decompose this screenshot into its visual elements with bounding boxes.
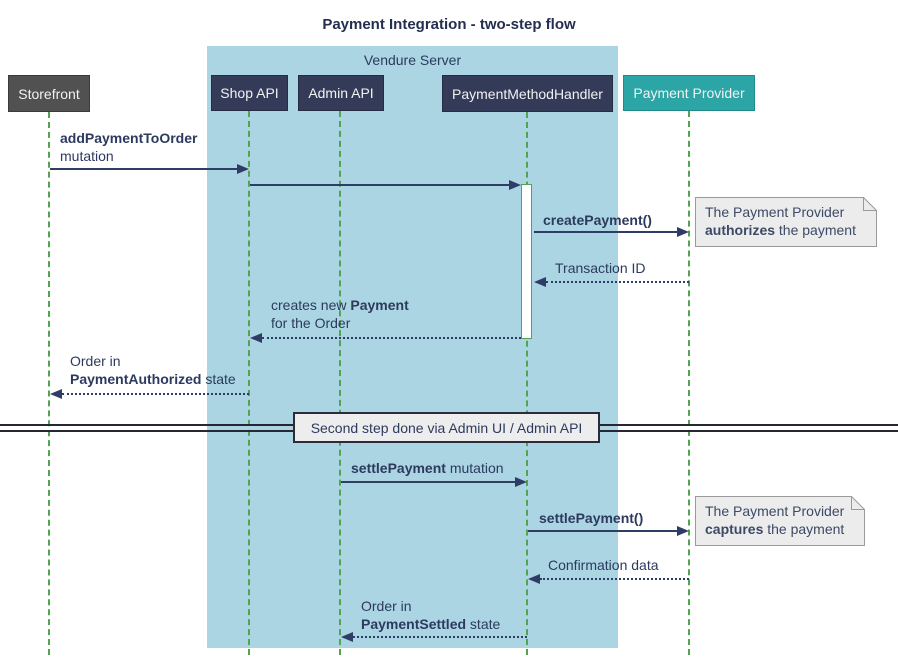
participant-payment-provider: Payment Provider bbox=[623, 75, 755, 111]
message-creates-payment-arrow bbox=[262, 337, 521, 339]
message-order-authorized-arrow bbox=[62, 393, 249, 395]
divider-label: Second step done via Admin UI / Admin AP… bbox=[310, 419, 583, 436]
message-confirmation-data-label: Confirmation data bbox=[548, 557, 659, 573]
note-shape bbox=[695, 496, 865, 546]
note-authorize: The Payment Provider authorizes the paym… bbox=[695, 197, 877, 247]
participant-payment-provider-label: Payment Provider bbox=[633, 85, 745, 101]
lifeline-shop-api bbox=[248, 111, 250, 655]
lifeline-payment-method-handler bbox=[526, 112, 528, 655]
note-authorize-text: The Payment Provider authorizes the paym… bbox=[705, 204, 856, 238]
arrowhead-icon bbox=[534, 277, 546, 287]
message-settle-payment-mutation-arrow bbox=[341, 481, 515, 483]
arrowhead-icon bbox=[50, 389, 62, 399]
arrowhead-icon bbox=[250, 333, 262, 343]
message-create-payment-arrow bbox=[534, 231, 678, 233]
message-creates-payment-label: creates new Payment for the Order bbox=[271, 297, 409, 331]
arrowhead-icon bbox=[237, 164, 249, 174]
message-add-payment-arrow bbox=[50, 168, 238, 170]
message-settle-payment-call-arrow bbox=[528, 530, 677, 532]
message-create-payment-label: createPayment() bbox=[543, 212, 652, 228]
arrowhead-icon bbox=[341, 632, 353, 642]
lifeline-storefront bbox=[48, 112, 50, 655]
participant-admin-api: Admin API bbox=[298, 75, 384, 111]
message-settle-payment-call-label: settlePayment() bbox=[539, 510, 644, 526]
participant-storefront-label: Storefront bbox=[18, 85, 80, 102]
participant-shop-api-label: Shop API bbox=[220, 85, 279, 101]
participant-storefront: Storefront bbox=[8, 75, 90, 112]
participant-admin-api-label: Admin API bbox=[308, 85, 374, 101]
participant-payment-method-handler-label: PaymentMethodHandler bbox=[452, 85, 603, 102]
message-order-settled-arrow bbox=[353, 636, 527, 638]
note-capture: The Payment Provider captures the paymen… bbox=[695, 496, 865, 546]
participant-shop-api: Shop API bbox=[211, 75, 288, 111]
message-order-authorized-label: Order in PaymentAuthorized state bbox=[70, 353, 236, 387]
note-shape bbox=[695, 197, 877, 247]
message-settle-payment-mutation-label: settlePayment mutation bbox=[351, 460, 504, 476]
note-capture-text: The Payment Provider captures the paymen… bbox=[705, 503, 845, 537]
activation-bar-payment-method-handler bbox=[521, 184, 532, 339]
lifeline-payment-provider bbox=[688, 111, 690, 655]
vendure-server-label: Vendure Server bbox=[363, 52, 462, 68]
message-transaction-id-label: Transaction ID bbox=[555, 260, 646, 276]
diagram-title: Payment Integration - two-step flow bbox=[322, 16, 576, 33]
lifeline-admin-api bbox=[339, 111, 341, 655]
arrowhead-icon bbox=[528, 574, 540, 584]
divider-label-box: Second step done via Admin UI / Admin AP… bbox=[293, 412, 600, 443]
message-transaction-id-arrow bbox=[546, 281, 689, 283]
message-confirmation-data-arrow bbox=[540, 578, 689, 580]
arrowhead-icon bbox=[677, 526, 689, 536]
message-add-payment-label: addPaymentToOrder mutation bbox=[60, 130, 198, 164]
message-forward-to-handler-arrow bbox=[250, 184, 509, 186]
vendure-server-container bbox=[207, 46, 618, 648]
participant-payment-method-handler: PaymentMethodHandler bbox=[442, 75, 613, 112]
arrowhead-icon bbox=[677, 227, 689, 237]
arrowhead-icon bbox=[515, 477, 527, 487]
message-order-settled-label: Order in PaymentSettled state bbox=[361, 598, 501, 632]
arrowhead-icon bbox=[509, 180, 521, 190]
